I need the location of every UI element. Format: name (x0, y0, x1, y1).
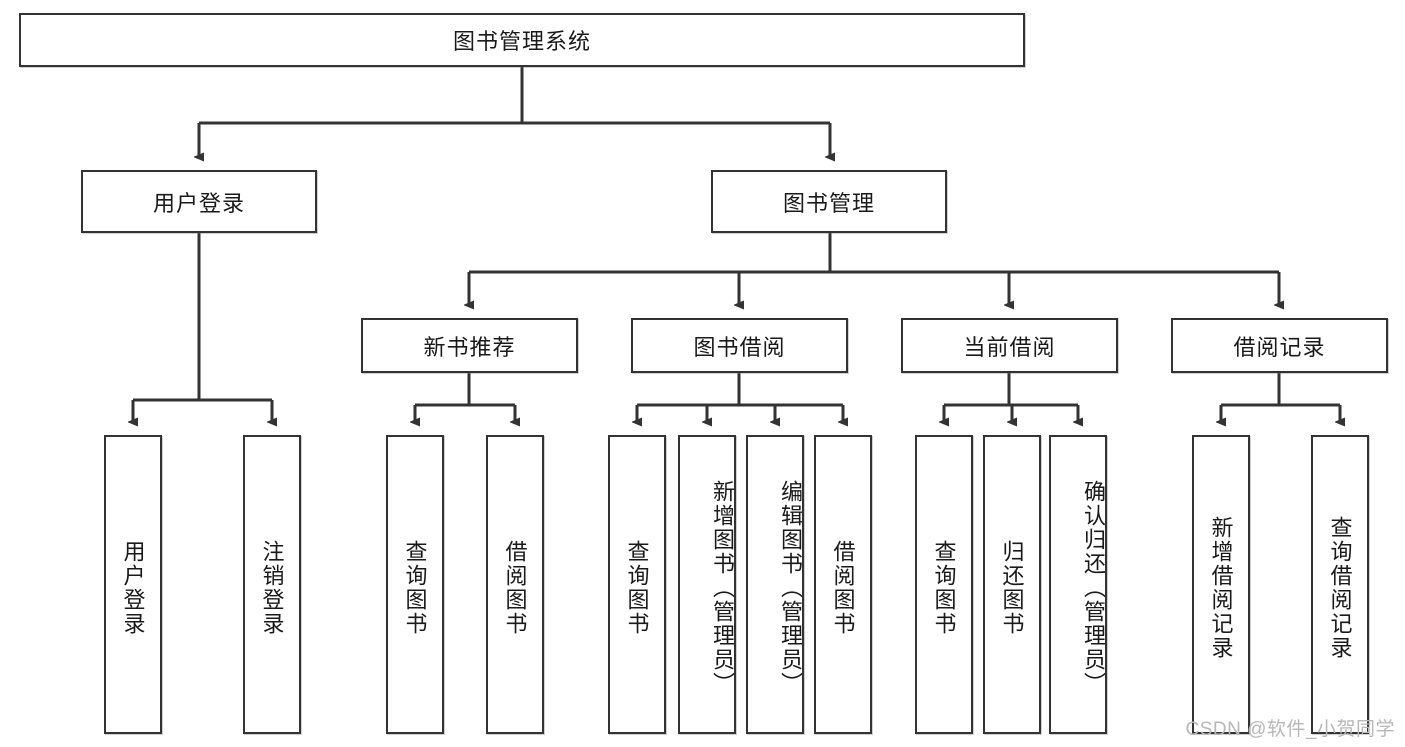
node-leaf-edit-book-admin[interactable]: 编辑图书（管理员） (746, 435, 804, 734)
node-leaf-query-book-recommend[interactable]: 查询图书 (386, 435, 444, 734)
watermark: CSDN @软件_小贺同学 (1185, 719, 1395, 740)
node-root[interactable]: 图书管理系统 (19, 13, 1025, 67)
node-leaf-query-book-borrow[interactable]: 查询图书 (608, 435, 666, 734)
node-new-book-recommend[interactable]: 新书推荐 (361, 318, 578, 373)
node-leaf-borrow-book-recommend[interactable]: 借阅图书 (486, 435, 544, 734)
node-leaf-logout[interactable]: 注销登录 (243, 435, 301, 734)
node-user-login[interactable]: 用户登录 (81, 170, 317, 233)
node-leaf-confirm-return-admin[interactable]: 确认归还（管理员） (1049, 435, 1107, 734)
node-leaf-add-borrow-record[interactable]: 新增借阅记录 (1192, 435, 1250, 734)
node-leaf-return-book[interactable]: 归还图书 (983, 435, 1041, 734)
node-leaf-query-borrow-record[interactable]: 查询借阅记录 (1311, 435, 1369, 734)
node-leaf-query-book-current[interactable]: 查询图书 (915, 435, 973, 734)
node-leaf-borrow-book[interactable]: 借阅图书 (814, 435, 872, 734)
node-leaf-user-login[interactable]: 用户登录 (104, 435, 162, 734)
node-book-borrow[interactable]: 图书借阅 (631, 318, 848, 373)
node-leaf-add-book-admin[interactable]: 新增图书（管理员） (678, 435, 736, 734)
node-current-borrow[interactable]: 当前借阅 (901, 318, 1118, 373)
node-book-management[interactable]: 图书管理 (711, 170, 947, 233)
node-borrow-records[interactable]: 借阅记录 (1171, 318, 1388, 373)
